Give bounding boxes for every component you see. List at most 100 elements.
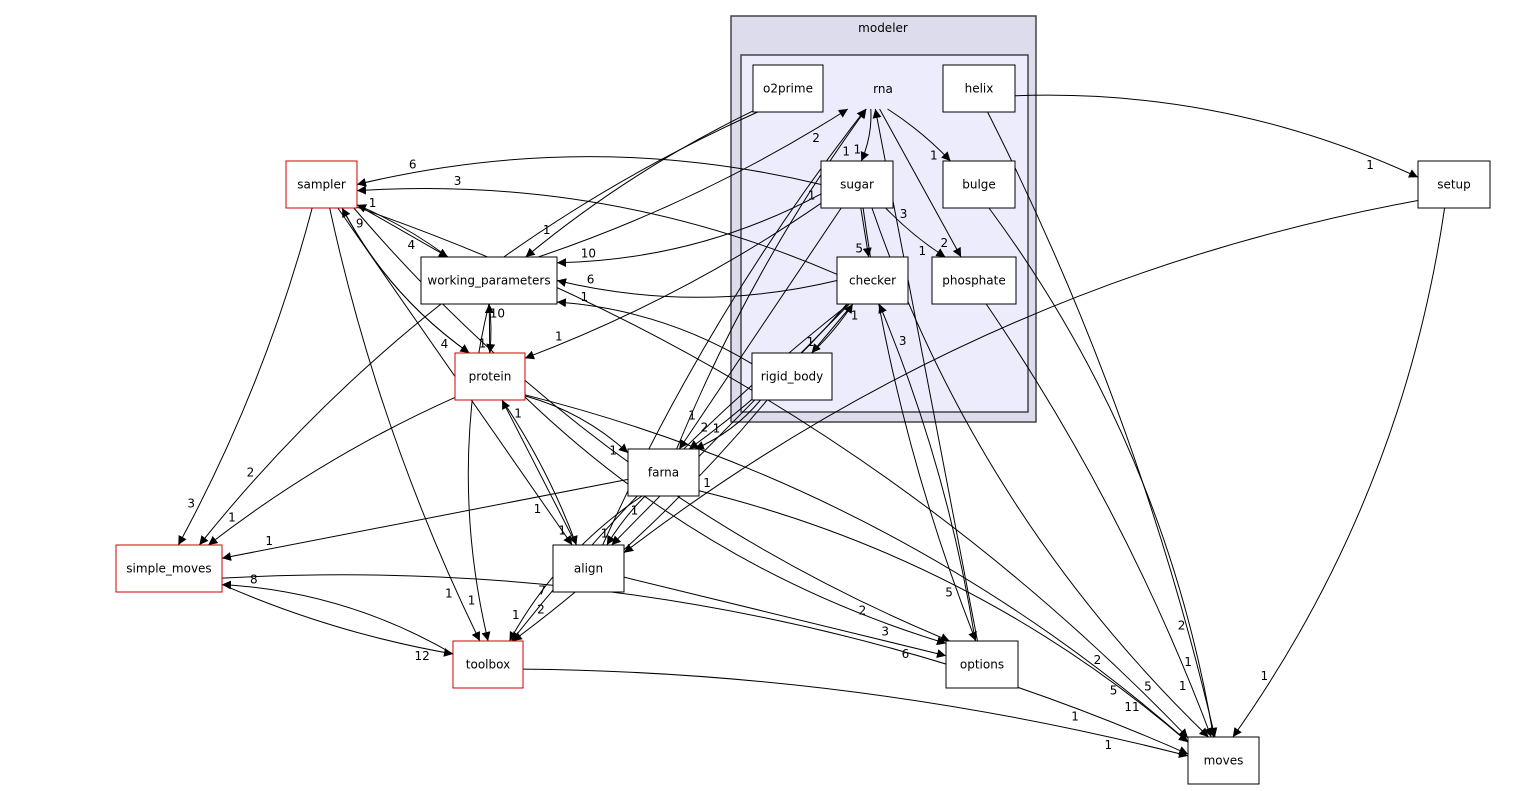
edge-count-label[interactable]: 1 xyxy=(1179,679,1187,693)
edge-count-label[interactable]: 1 xyxy=(854,143,862,157)
edge-rigid-body-to-checker[interactable] xyxy=(811,303,854,354)
edge-count-label[interactable]: 4 xyxy=(441,337,449,351)
edge-count-label[interactable]: 4 xyxy=(407,238,415,252)
edge-count-label[interactable]: 1 xyxy=(468,594,476,608)
edge-count-label[interactable]: 1 xyxy=(1104,738,1112,752)
edge-count-label[interactable]: 10 xyxy=(490,307,505,321)
edge-count-label[interactable]: 2 xyxy=(940,236,948,250)
edge-count-label[interactable]: 2 xyxy=(701,421,709,435)
edge-count-label[interactable]: 2 xyxy=(859,604,867,618)
node-toolbox[interactable]: toolbox xyxy=(452,640,524,689)
edge-o2prime-to-working-parameters[interactable] xyxy=(525,110,754,258)
edge-count-label[interactable]: 1 xyxy=(228,510,236,524)
edge-sugar-to-checker[interactable] xyxy=(860,207,872,258)
edge-protein-to-farna[interactable] xyxy=(524,395,629,454)
edge-working-parameters-to-toolbox[interactable] xyxy=(467,303,491,642)
edge-checker-to-working-parameters[interactable] xyxy=(556,278,838,298)
node-sugar[interactable]: sugar xyxy=(820,160,894,209)
edge-rigid-body-to-toolbox[interactable] xyxy=(512,399,768,642)
edge-count-label[interactable]: 2 xyxy=(247,466,255,480)
edge-options-to-checker[interactable] xyxy=(878,303,976,642)
edge-count-label[interactable]: 1 xyxy=(851,309,859,323)
edge-align-to-options[interactable] xyxy=(623,576,947,658)
edge-sugar-to-farna[interactable] xyxy=(678,207,842,450)
edge-sampler-to-simple-moves[interactable] xyxy=(177,207,313,546)
edge-rna-to-bulge[interactable] xyxy=(887,108,951,162)
edge-simple-moves-to-moves[interactable] xyxy=(221,574,1189,755)
edge-count-label[interactable]: 1 xyxy=(1184,655,1192,669)
edge-count-label[interactable]: 1 xyxy=(558,523,566,537)
edge-rna-to-phosphate[interactable] xyxy=(879,108,962,258)
edge-count-label[interactable]: 1 xyxy=(807,335,815,349)
edge-count-label[interactable]: 5 xyxy=(1144,679,1152,693)
edge-count-label[interactable]: 11 xyxy=(1124,700,1139,714)
node-checker[interactable]: checker xyxy=(836,256,909,305)
edge-count-label[interactable]: 6 xyxy=(587,273,595,287)
edge-setup-to-align[interactable] xyxy=(623,199,1419,554)
edge-align-to-protein[interactable] xyxy=(501,399,577,546)
edge-count-label[interactable]: 5 xyxy=(855,241,863,255)
edge-count-label[interactable]: 1 xyxy=(601,527,609,541)
edge-protein-to-sampler[interactable] xyxy=(341,207,470,354)
edge-count-label[interactable]: 1 xyxy=(543,223,551,237)
node-rigid-body[interactable]: rigid_body xyxy=(751,352,833,401)
edge-count-label[interactable]: 5 xyxy=(1110,684,1118,698)
edge-count-label[interactable]: 5 xyxy=(945,585,953,599)
edge-checker-to-sampler[interactable] xyxy=(356,185,838,275)
node-o2prime[interactable]: o2prime xyxy=(752,64,824,113)
edge-working-parameters-to-sampler[interactable] xyxy=(356,204,449,258)
edge-protein-to-options[interactable] xyxy=(524,396,947,646)
edge-count-label[interactable]: 1 xyxy=(555,329,563,343)
edge-farna-to-moves[interactable] xyxy=(698,490,1189,743)
edge-sugar-to-protein[interactable] xyxy=(524,202,822,360)
node-moves[interactable]: moves xyxy=(1187,736,1260,785)
edge-protein-to-align[interactable] xyxy=(501,399,578,546)
edge-count-label[interactable]: 2 xyxy=(812,131,820,145)
edge-count-label[interactable]: 9 xyxy=(356,216,364,230)
node-helix[interactable]: helix xyxy=(942,64,1016,113)
edge-count-label[interactable]: 1 xyxy=(631,503,639,517)
edge-rigid-body-to-working-parameters[interactable] xyxy=(556,298,753,365)
edge-sampler-to-working-parameters[interactable] xyxy=(356,204,449,258)
edge-count-label[interactable]: 3 xyxy=(881,624,889,638)
node-options[interactable]: options xyxy=(945,640,1019,689)
edge-bulge-to-moves[interactable] xyxy=(988,207,1217,738)
edge-rna-to-sugar[interactable] xyxy=(860,108,872,162)
node-sampler[interactable]: sampler xyxy=(285,160,358,209)
edge-count-label[interactable]: 1 xyxy=(703,476,711,490)
edge-count-label[interactable]: 3 xyxy=(187,496,195,510)
edge-helix-to-moves[interactable] xyxy=(987,111,1218,738)
edge-sugar-to-phosphate[interactable] xyxy=(885,207,946,258)
edge-count-label[interactable]: 1 xyxy=(808,188,816,202)
edge-count-label[interactable]: 3 xyxy=(900,207,908,221)
edge-toolbox-to-simple-moves[interactable] xyxy=(221,580,454,655)
edge-helix-to-setup[interactable] xyxy=(1014,94,1419,178)
edge-count-label[interactable]: 1 xyxy=(1071,709,1079,723)
edge-count-label[interactable]: 1 xyxy=(688,409,696,423)
edge-count-label[interactable]: 1 xyxy=(842,144,850,158)
edge-count-label[interactable]: 1 xyxy=(609,443,617,457)
edge-count-label[interactable]: 2 xyxy=(537,602,545,616)
edge-protein-to-working-parameters[interactable] xyxy=(484,303,494,354)
edge-count-label[interactable]: 6 xyxy=(902,647,910,661)
edge-rigid-body-to-farna[interactable] xyxy=(694,399,761,450)
node-align[interactable]: align xyxy=(552,544,625,593)
edge-farna-to-rna[interactable] xyxy=(676,108,867,450)
edge-count-label[interactable]: 1 xyxy=(930,149,938,163)
edge-protein-to-simple-moves[interactable] xyxy=(207,396,456,546)
node-phosphate[interactable]: phosphate xyxy=(931,256,1017,305)
edge-count-label[interactable]: 1 xyxy=(445,587,453,601)
edge-count-label[interactable]: 1 xyxy=(479,336,487,350)
edge-farna-to-simple-moves[interactable] xyxy=(221,478,629,561)
edge-count-label[interactable]: 12 xyxy=(414,649,429,663)
node-setup[interactable]: setup xyxy=(1417,160,1491,209)
edge-sampler-to-toolbox[interactable] xyxy=(329,207,481,642)
node-bulge[interactable]: bulge xyxy=(942,160,1016,209)
edge-sugar-to-working-parameters[interactable] xyxy=(556,193,822,268)
node-working-parameters[interactable]: working_parameters xyxy=(420,256,558,305)
edge-count-label[interactable]: 1 xyxy=(713,422,721,436)
edge-count-label[interactable]: 7 xyxy=(538,584,546,598)
edge-count-label[interactable]: 1 xyxy=(534,502,542,516)
edge-count-label[interactable]: 10 xyxy=(581,246,596,260)
edge-count-label[interactable]: 1 xyxy=(581,290,589,304)
